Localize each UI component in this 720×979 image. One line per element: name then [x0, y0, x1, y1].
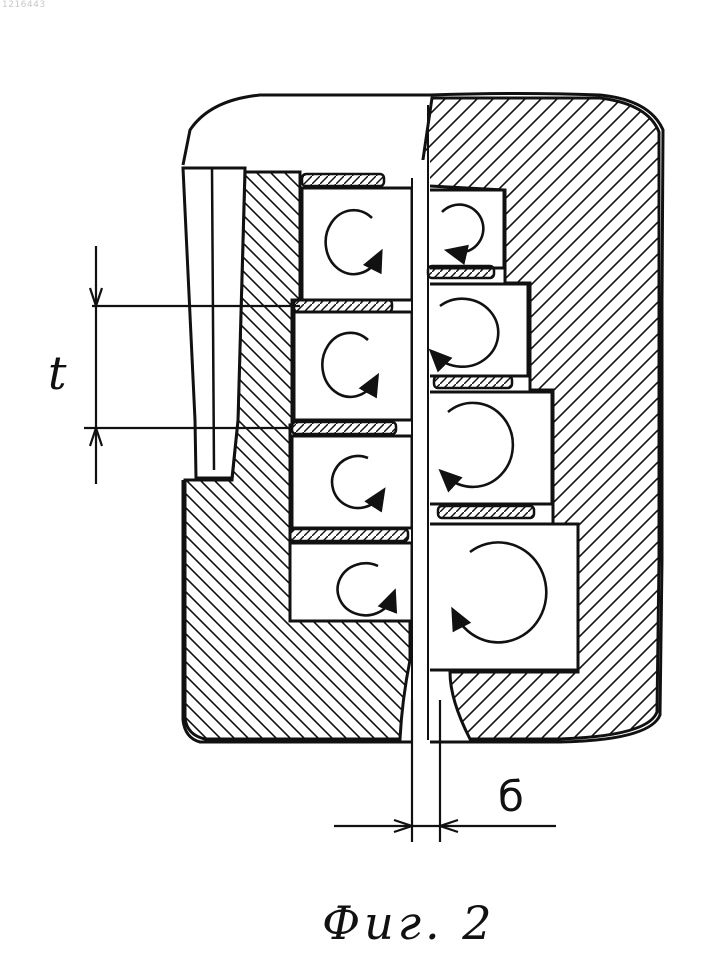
- figure-caption: Фиг. 2: [322, 896, 496, 950]
- ring-right-3: [438, 506, 534, 518]
- left-chamber-4: [290, 543, 412, 621]
- right-chamber-1: [428, 190, 504, 268]
- right-chamber-3: [428, 392, 552, 504]
- gap-label: б: [498, 772, 524, 821]
- left-chamber-3: [292, 436, 412, 528]
- ring-left-4: [290, 529, 408, 541]
- ring-left-2: [294, 300, 392, 312]
- ring-right-1: [428, 266, 494, 278]
- left-chamber-1: [302, 188, 412, 300]
- ring-left-1: [302, 174, 384, 186]
- left-chamber-2: [294, 312, 412, 420]
- ring-left-3: [292, 422, 396, 434]
- pitch-label: t: [48, 346, 67, 400]
- right-chamber-4: [428, 524, 578, 670]
- ring-right-2: [434, 376, 512, 388]
